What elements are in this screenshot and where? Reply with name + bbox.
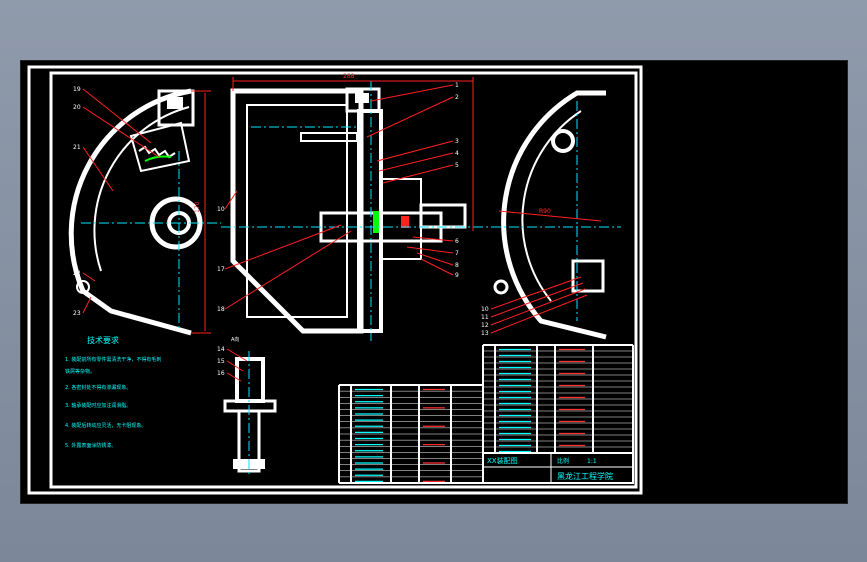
right-bracket xyxy=(571,259,605,293)
technical-notes: 技术要求 1. 装配前所有零件需清洗干净，不得有毛刺 铁屑等杂物。 2. 各密封… xyxy=(65,335,161,449)
balloon-12: 12 xyxy=(481,322,489,329)
main-green-part xyxy=(373,211,379,233)
balloon-6: 6 xyxy=(455,238,459,245)
notes-line-4: 3. 轴承装配时应加注润滑脂。 xyxy=(65,402,131,409)
main-view: 288 1 2 3 4 5 6 7 8 9 10 17 18 xyxy=(217,73,491,341)
left-housing-inner-arc xyxy=(93,106,190,272)
leader-23 xyxy=(82,296,92,314)
main-output-shaft xyxy=(419,203,467,229)
cad-viewport[interactable]: 170 19 20 21 22 23 288 xyxy=(20,60,848,504)
leader-6 xyxy=(412,236,454,242)
detail-label: A向 xyxy=(231,336,239,343)
balloon-4: 4 xyxy=(455,150,459,157)
balloon-10-right: 10 xyxy=(481,306,489,313)
parts-list xyxy=(338,344,634,484)
left-dim-text: 170 xyxy=(194,201,201,213)
notes-line-2: 铁屑等杂物。 xyxy=(65,368,95,375)
leader-9 xyxy=(420,258,454,276)
cad-drawing: 170 19 20 21 22 23 288 xyxy=(27,65,643,495)
balloon-5: 5 xyxy=(455,162,459,169)
leader-20 xyxy=(82,106,160,158)
main-red-part xyxy=(401,216,409,228)
right-bolt-hole xyxy=(493,279,509,295)
left-gear-sector xyxy=(129,121,191,173)
right-view: R90 10 11 12 13 xyxy=(481,90,621,340)
detail-top xyxy=(235,357,265,403)
notes-line-1: 1. 装配前所有零件需清洗干净，不得有毛刺 xyxy=(65,356,161,363)
leader-4 xyxy=(378,152,454,172)
balloon-11: 11 xyxy=(481,314,489,321)
notes-line-3: 2. 各密封处不得有渗漏现象。 xyxy=(65,384,131,391)
title-drawing-name: XX装配图 xyxy=(487,456,518,465)
balloon-3: 3 xyxy=(455,138,459,145)
right-radius-line xyxy=(498,210,602,222)
leader-8 xyxy=(416,252,454,266)
leader-1 xyxy=(370,84,454,102)
inner-frame xyxy=(49,71,638,489)
leader-17 xyxy=(224,224,342,270)
balloon-1: 1 xyxy=(455,82,459,89)
left-view: 170 19 20 21 22 23 xyxy=(68,86,221,336)
outer-frame xyxy=(27,65,643,495)
balloon-8: 8 xyxy=(455,262,459,269)
leader-12 xyxy=(490,288,586,326)
title-block-frame xyxy=(482,452,634,484)
balloon-15: 15 xyxy=(217,358,225,365)
leader-19 xyxy=(82,88,152,144)
main-top-cap xyxy=(345,87,381,113)
balloon-22: 22 xyxy=(73,270,81,277)
balloon-18: 18 xyxy=(217,306,225,313)
left-housing-arc xyxy=(68,88,192,336)
balloon-19: 19 xyxy=(73,86,81,93)
left-hub-slot xyxy=(167,97,183,109)
leader-7 xyxy=(406,246,454,254)
balloon-13: 13 xyxy=(481,330,489,337)
balloon-23: 23 xyxy=(73,310,81,317)
notes-line-6: 5. 外露表面涂防锈漆。 xyxy=(65,442,116,449)
detail-view: A向 14 15 16 xyxy=(217,336,277,475)
balloon-14: 14 xyxy=(217,346,225,353)
title-scale-value: 1:1 xyxy=(587,458,597,465)
main-top-cap-fill xyxy=(355,93,369,103)
leader-13 xyxy=(490,294,588,334)
leader-5 xyxy=(382,164,454,184)
right-radius-text: R90 xyxy=(539,208,551,215)
leader-10-main xyxy=(224,190,238,210)
leader-15 xyxy=(226,360,244,372)
right-housing-arc xyxy=(501,90,607,340)
main-flange xyxy=(380,178,422,260)
title-company: 黑龙江工程学院 xyxy=(557,471,613,481)
notes-line-5: 4. 装配后转动应灵活，无卡阻现象。 xyxy=(65,422,146,429)
balloon-20: 20 xyxy=(73,104,81,111)
leader-3 xyxy=(376,140,454,162)
main-housing-inner xyxy=(246,104,348,318)
leader-14 xyxy=(226,348,248,362)
left-bolt-hole xyxy=(76,280,90,294)
main-hatch-1 xyxy=(300,132,358,142)
leader-16 xyxy=(226,372,242,382)
title-block: XX装配图 比例 1:1 黑龙江工程学院 xyxy=(482,452,634,484)
leader-10-right xyxy=(490,276,582,310)
main-dim-text: 288 xyxy=(343,73,355,80)
right-boss xyxy=(551,129,575,153)
title-scale-label: 比例 xyxy=(557,457,569,465)
balloon-7: 7 xyxy=(455,250,459,257)
balloon-21: 21 xyxy=(73,144,81,151)
notes-title: 技术要求 xyxy=(87,335,119,345)
leader-22 xyxy=(82,272,96,282)
balloon-10-main: 10 xyxy=(217,206,225,213)
balloon-17: 17 xyxy=(217,266,225,273)
leader-21 xyxy=(82,146,114,192)
main-housing xyxy=(230,88,364,334)
balloon-2: 2 xyxy=(455,94,459,101)
leader-11 xyxy=(490,282,584,318)
left-green-detail xyxy=(144,155,172,162)
leader-18 xyxy=(224,230,352,310)
balloon-16: 16 xyxy=(217,370,225,377)
leader-2 xyxy=(366,96,454,138)
balloon-9: 9 xyxy=(455,272,459,279)
left-bearing-outer xyxy=(149,196,203,250)
